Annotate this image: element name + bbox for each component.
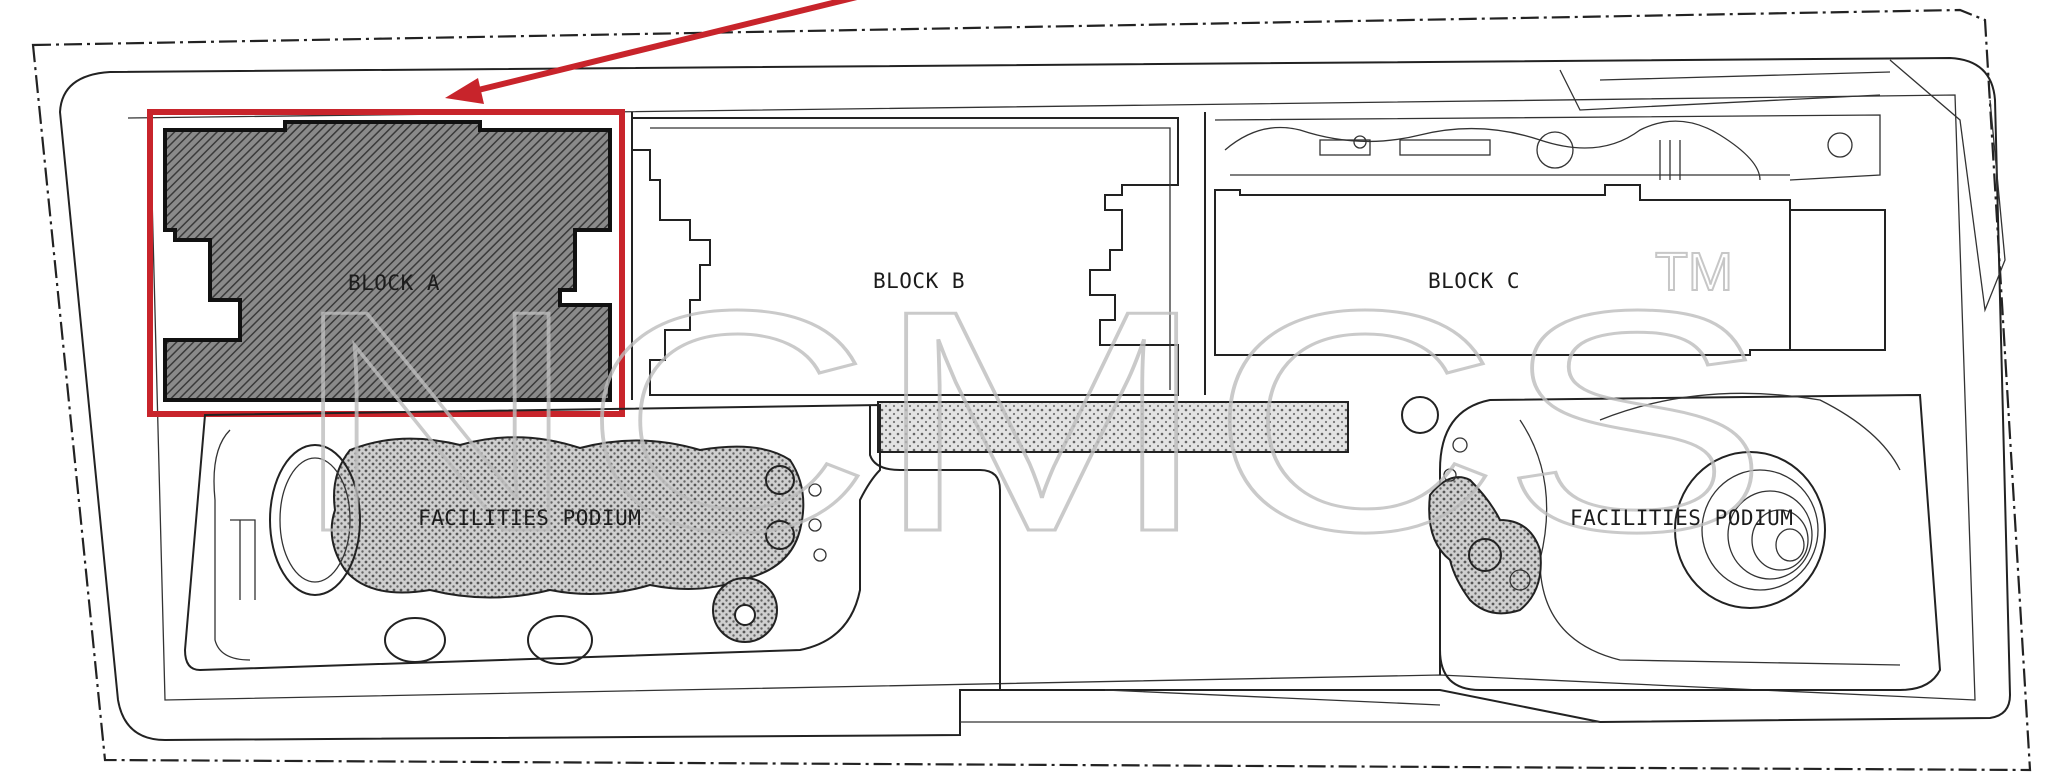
road-edge-right — [1889, 59, 2006, 313]
podium-left-label: FACILITIES PODIUM — [418, 506, 641, 530]
road-edge-bottom — [960, 689, 1600, 723]
podium-right-dotted-pool — [1428, 476, 1542, 615]
podium-right-tree-3 — [1509, 569, 1531, 591]
podium-left-tree-1 — [765, 465, 795, 495]
block-a-footprint — [163, 120, 612, 402]
podium-right-ring-1 — [1674, 451, 1826, 609]
podium-right-tree-5 — [1443, 468, 1457, 482]
highlight-arrow-head — [445, 78, 484, 104]
inner-boundary-line — [127, 94, 1976, 701]
podium-right-ring-5 — [1775, 528, 1805, 562]
podium-left-tree-3 — [808, 483, 822, 497]
block-c-feature-4 — [1353, 135, 1367, 149]
podium-left-path — [230, 519, 256, 600]
podium-right-ring-3 — [1727, 490, 1813, 580]
podium-right-tree-4 — [1452, 437, 1468, 453]
podium-left-inner — [213, 429, 251, 661]
podium-left-oval — [269, 444, 361, 596]
site-inner-outline — [58, 56, 2012, 742]
block-b-inner-edge — [650, 127, 1171, 390]
podium-right-outline — [1439, 393, 1942, 691]
site-boundary — [31, 8, 2032, 772]
block-c-steps — [1659, 140, 1681, 180]
block-a-label: BLOCK A — [348, 271, 440, 295]
central-walkway — [877, 401, 1349, 453]
block-c-annex — [1789, 209, 1886, 351]
block-c-landscape-curve — [1224, 120, 1761, 181]
podium-right-tree-2 — [1468, 538, 1502, 572]
ramp-top-right — [1559, 69, 1891, 111]
podium-left-oval-inner — [279, 457, 351, 583]
highlight-arrow-shaft — [469, 0, 858, 95]
block-b-outline — [631, 117, 1179, 396]
block-c-outline — [1214, 184, 1791, 356]
podium-right-label: FACILITIES PODIUM — [1570, 506, 1793, 530]
podium-left-pond-1 — [384, 617, 446, 663]
podium-left-tree-5 — [813, 548, 827, 562]
podium-right-ring-2 — [1701, 469, 1819, 591]
podium-right-ring-4 — [1751, 509, 1809, 571]
podium-right-tree-1 — [1401, 396, 1439, 434]
watermark-trademark: TM — [1655, 242, 1733, 302]
block-c-feature — [1319, 139, 1371, 156]
block-b-label: BLOCK B — [873, 269, 965, 293]
podium-right-curve-2 — [1599, 392, 1901, 471]
podium-left-tree-2 — [765, 520, 795, 550]
block-c-feature-2 — [1399, 139, 1491, 156]
block-c-feature-5 — [1827, 132, 1853, 158]
block-a-highlight-box — [147, 109, 625, 417]
podium-left-outline — [183, 403, 881, 672]
block-c-feature-3 — [1536, 131, 1574, 169]
block-c-label: BLOCK C — [1428, 269, 1520, 293]
block-c-courtyard — [1214, 114, 1881, 181]
podium-left-pond-2 — [527, 615, 593, 665]
podium-left-tree-4 — [808, 518, 822, 532]
watermark-text: NCMCS — [290, 245, 1770, 597]
podium-left-fountain-core — [734, 604, 756, 626]
